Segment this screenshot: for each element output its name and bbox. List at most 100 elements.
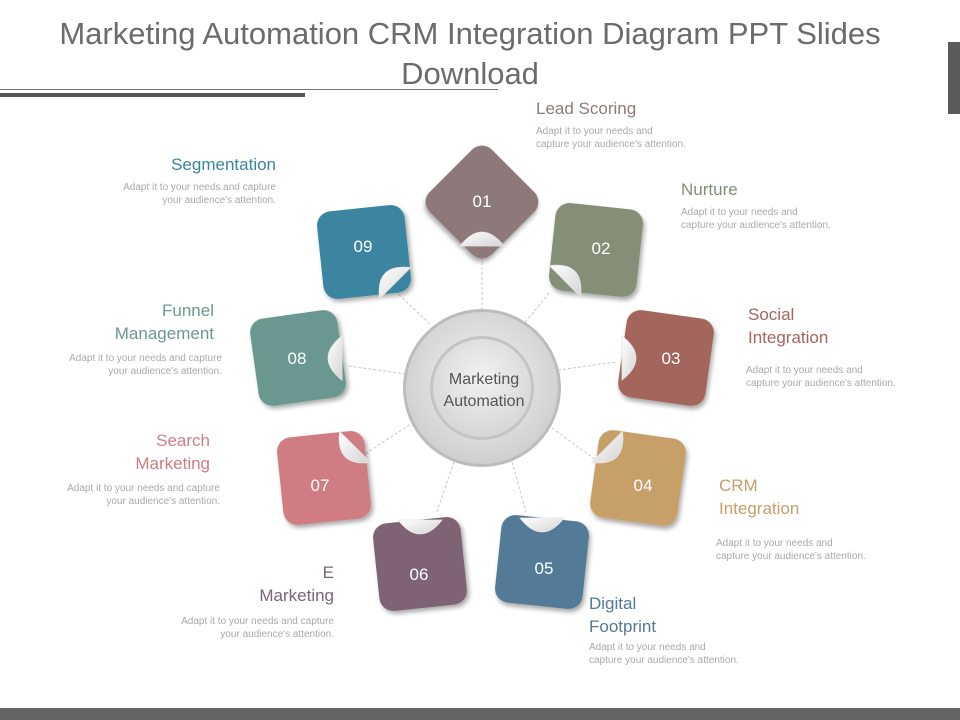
tile-05-body [495,515,589,609]
label-digital-footprint: Digital Footprint [589,592,769,638]
tile-07-curl [338,430,372,464]
spoke-line-07 [361,421,415,457]
label-e-marketing: E Marketing [154,561,334,607]
label-line: Management [114,324,214,343]
tile-03-body [618,310,714,406]
tile-08-curl [327,335,343,381]
tile-04-curl [590,430,624,464]
label-line: Marketing [135,454,210,473]
tile-08-body [250,310,346,406]
spoke-line-05 [511,461,527,513]
desc-segmentation: Adapt it to your needs and capture your … [76,181,276,207]
desc-line: your audience's attention. [162,195,276,206]
tile-01-curl [459,231,505,247]
tile-07: 07 [277,430,372,525]
desc-line: Adapt it to your needs and capture [69,353,222,364]
desc-line: your audience's attention. [220,629,334,640]
desc-digital-footprint: Adapt it to your needs and capture your … [589,641,789,667]
label-line: Social [748,305,795,324]
spoke-line-08 [347,365,407,375]
desc-funnel-management: Adapt it to your needs and capture your … [22,352,222,378]
center-hub: Marketing Automation [403,309,561,467]
desc-line: capture your audience's attention. [681,220,831,231]
tile-06-number: 06 [410,565,429,584]
desc-crm-integration: Adapt it to your needs and capture your … [716,537,916,563]
label-line: CRM [719,476,758,495]
label-crm-integration: CRM Integration [719,474,899,520]
label-text: Nurture [681,180,738,199]
desc-line: Adapt it to your needs and capture [181,616,334,627]
label-line: Footprint [589,617,657,636]
label-line: Digital [589,594,637,613]
desc-line: Adapt it to your needs and capture [67,483,220,494]
title-underline-thin [0,89,498,90]
spoke-line-09 [393,289,431,325]
desc-line: Adapt it to your needs and [589,642,706,653]
label-segmentation: Segmentation [76,153,276,176]
spoke-line-03 [557,361,617,371]
center-label-line2: Automation [444,393,525,410]
desc-line: Adapt it to your needs and [746,365,863,376]
desc-e-marketing: Adapt it to your needs and capture your … [134,615,334,641]
desc-line: Adapt it to your needs and [681,207,798,218]
label-nurture: Nurture [681,178,881,201]
bottom-bar [0,708,960,720]
label-lead-scoring: Lead Scoring [536,97,736,120]
tile-05-number: 05 [535,559,554,578]
desc-lead-scoring: Adapt it to your needs and capture your … [536,125,746,151]
slide-edge-tab [948,42,960,114]
label-line: Marketing [259,586,334,605]
label-funnel-management: Funnel Management [34,299,214,345]
label-line: Search [156,431,210,450]
tile-04: 04 [590,430,686,526]
tile-05-curl [519,517,565,533]
tile-03-number: 03 [662,349,681,368]
tile-04-number: 04 [634,476,653,495]
label-line: Integration [748,328,829,347]
desc-search-marketing: Adapt it to your needs and capture your … [20,482,220,508]
tile-01-number: 01 [473,192,492,211]
desc-line: capture your audience's attention. [536,139,686,150]
center-label-line1: Marketing [449,371,519,388]
label-text: Segmentation [171,155,276,174]
tile-01: 01 [425,145,539,259]
desc-nurture: Adapt it to your needs and capture your … [681,206,891,232]
spoke-lines [347,248,617,515]
tile-06: 06 [373,517,467,611]
label-line: E [322,563,334,582]
tile-08-number: 08 [288,349,307,368]
tile-07-number: 07 [311,476,330,495]
desc-line: Adapt it to your needs and capture [123,182,276,193]
desc-line: Adapt it to your needs and [536,126,653,137]
tile-06-body [373,517,467,611]
label-social-integration: Social Integration [748,303,928,349]
title-underline-thick [0,93,305,97]
tile-08: 08 [250,310,346,406]
tile-03: 03 [618,310,714,406]
desc-line: Adapt it to your needs and [716,538,833,549]
tile-01-body [425,145,539,259]
label-text: Lead Scoring [536,99,637,118]
tile-09-number: 09 [354,237,373,256]
desc-social-integration: Adapt it to your needs and capture your … [746,364,946,390]
tile-09-curl [378,266,412,300]
label-line: Funnel [162,301,214,320]
label-search-marketing: Search Marketing [30,429,210,475]
tiles: 01 02 03 04 05 06 07 08 09 [250,145,714,611]
desc-line: your audience's attention. [106,496,220,507]
tile-02: 02 [548,203,643,298]
desc-line: capture your audience's attention. [716,551,866,562]
tile-09: 09 [317,205,412,300]
desc-line: capture your audience's attention. [746,378,896,389]
tile-06-curl [397,519,443,535]
tile-02-curl [548,264,582,298]
tile-03-curl [621,335,637,381]
desc-line: your audience's attention. [108,366,222,377]
spoke-line-02 [521,291,551,327]
label-line: Integration [719,499,800,518]
page-title: Marketing Automation CRM Integration Dia… [59,16,881,91]
tile-05: 05 [495,515,589,609]
spoke-line-04 [551,427,597,461]
desc-line: capture your audience's attention. [589,655,739,666]
